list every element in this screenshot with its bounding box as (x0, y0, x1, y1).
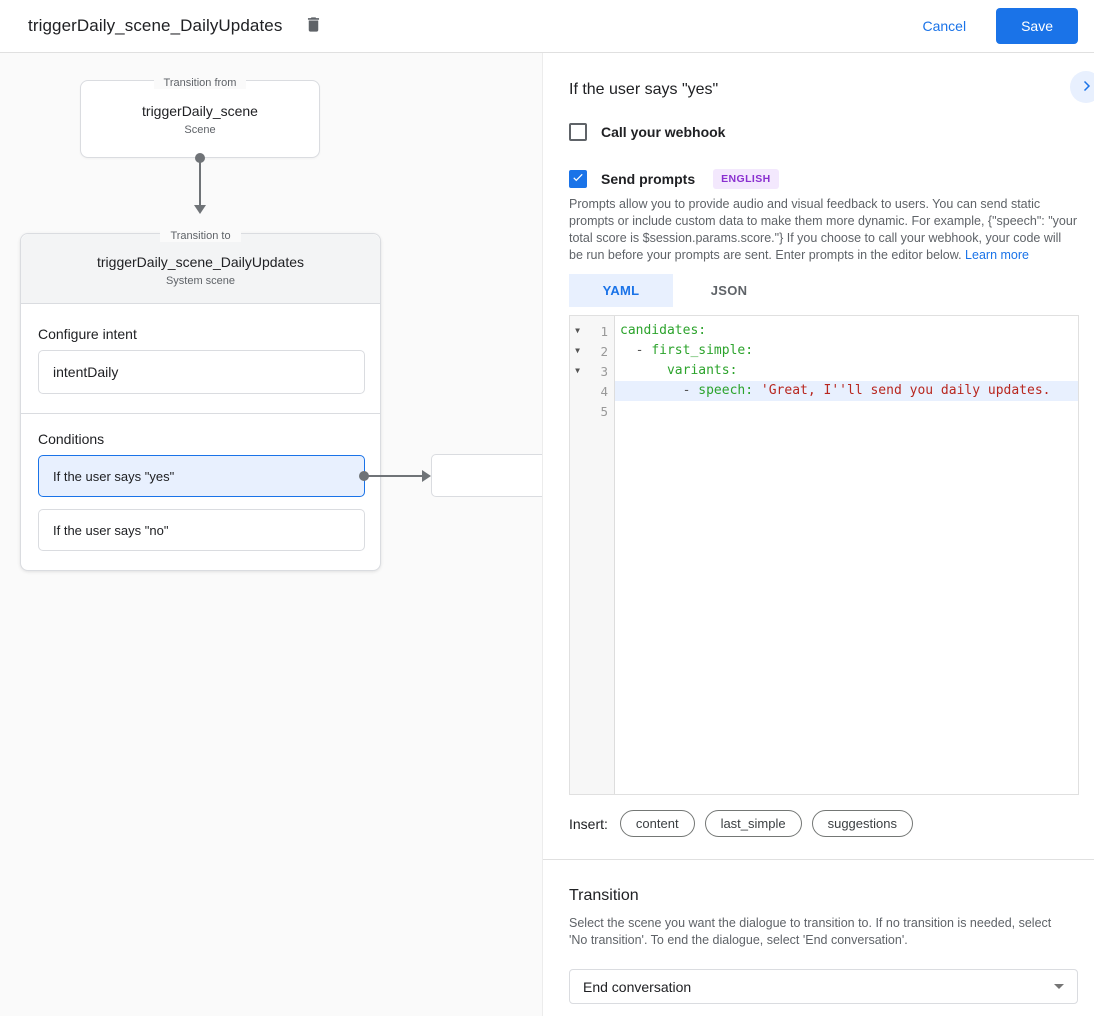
webhook-row: Call your webhook (569, 123, 725, 141)
transition-select-value: End conversation (583, 978, 692, 995)
to-node-header: triggerDaily_scene_DailyUpdates System s… (21, 234, 380, 304)
node-divider (21, 413, 380, 414)
from-node-subtitle: Scene (184, 124, 216, 136)
transition-from-legend: Transition from (81, 73, 319, 91)
line-number: 5 (600, 403, 608, 419)
code-line: variants: (666, 363, 738, 378)
condition-connector-arrowhead (422, 470, 431, 482)
code-line: candidates: (620, 323, 707, 338)
prompts-row: Send prompts ENGLISH (569, 169, 779, 189)
transition-description: Select the scene you want the dialogue t… (569, 916, 1052, 947)
transition-to-node: Transition to triggerDaily_scene_DailyUp… (20, 230, 381, 571)
tab-json[interactable]: JSON (710, 283, 748, 298)
insert-chip-last-simple[interactable]: last_simple (704, 810, 802, 837)
line-number: 4 (600, 383, 608, 399)
flow-canvas: Transition from triggerDaily_scene Scene… (0, 53, 542, 1016)
condition-detail-panel: If the user says "yes" Call your webhook… (542, 53, 1094, 1016)
connector-line (199, 160, 201, 206)
insert-chip-suggestions[interactable]: suggestions (811, 810, 913, 837)
checkmark-icon (571, 170, 585, 189)
condition-connector-dot (359, 471, 369, 481)
to-node-title: triggerDaily_scene_DailyUpdates (97, 254, 304, 270)
call-webhook-label: Call your webhook (601, 124, 726, 140)
condition-connector-line (368, 475, 423, 477)
dropdown-caret-icon (1054, 984, 1064, 989)
editor-tabs: YAML JSON (569, 274, 785, 307)
from-node-title: triggerDaily_scene (142, 103, 258, 119)
transition-section-title: Transition (569, 887, 639, 904)
insert-label: Insert: (569, 815, 608, 832)
intent-item[interactable]: intentDaily (38, 350, 365, 394)
send-prompts-label: Send prompts (601, 171, 696, 187)
language-badge: ENGLISH (713, 169, 779, 189)
line-number: 2 (600, 343, 608, 359)
collapse-panel-button[interactable] (1070, 71, 1094, 103)
condition-item-no[interactable]: If the user says "no" (38, 509, 365, 551)
fold-toggle[interactable]: ▼ (575, 326, 580, 335)
code-line (615, 401, 1078, 421)
condition-item-yes[interactable]: If the user says "yes" (38, 455, 365, 497)
send-prompts-checkbox[interactable] (569, 170, 587, 188)
insert-chip-content[interactable]: content (619, 810, 695, 837)
tab-yaml[interactable]: YAML (569, 274, 673, 307)
line-number: 1 (600, 323, 608, 339)
conditions-label: Conditions (38, 431, 105, 447)
code-line-active: - speech: 'Great, I''ll send you daily u… (615, 381, 1078, 401)
top-bar: triggerDaily_scene_DailyUpdates Cancel S… (0, 0, 1094, 53)
editor-gutter: ▼ 1 ▼ 2 ▼ 3 4 5 (570, 316, 615, 794)
to-node-subtitle: System scene (165, 275, 236, 287)
transition-target-node[interactable] (431, 454, 542, 497)
connector-dot (195, 153, 205, 163)
call-webhook-checkbox[interactable] (569, 123, 587, 141)
learn-more-link[interactable]: Learn more (965, 248, 1029, 262)
connector-arrowhead (194, 205, 206, 214)
insert-row: Insert: content last_simple suggestions (569, 810, 913, 837)
fold-toggle[interactable]: ▼ (575, 346, 580, 355)
delete-button[interactable] (299, 12, 327, 40)
chevron-right-icon (1077, 77, 1094, 98)
fold-toggle[interactable]: ▼ (575, 366, 580, 375)
yaml-code-editor[interactable]: ▼ 1 ▼ 2 ▼ 3 4 5 candidates: - first_simple:… (569, 315, 1079, 795)
topbar-actions: Cancel Save (922, 8, 1078, 44)
line-number: 3 (600, 363, 608, 379)
configure-intent-label: Configure intent (38, 326, 137, 342)
trash-icon (304, 15, 323, 37)
transition-select[interactable]: End conversation (569, 969, 1078, 1004)
page-title: triggerDaily_scene_DailyUpdates (28, 16, 283, 35)
transition-from-node[interactable]: Transition from triggerDaily_scene Scene (80, 77, 320, 158)
editor-code-area[interactable]: candidates: - first_simple: variants: - … (615, 316, 1078, 794)
panel-title: If the user says "yes" (569, 81, 719, 98)
prompts-description: Prompts allow you to provide audio and v… (569, 197, 1077, 262)
cancel-button[interactable]: Cancel (922, 18, 967, 34)
code-line: - first_simple: (620, 343, 754, 358)
section-divider (543, 859, 1094, 860)
save-button[interactable]: Save (996, 8, 1078, 44)
